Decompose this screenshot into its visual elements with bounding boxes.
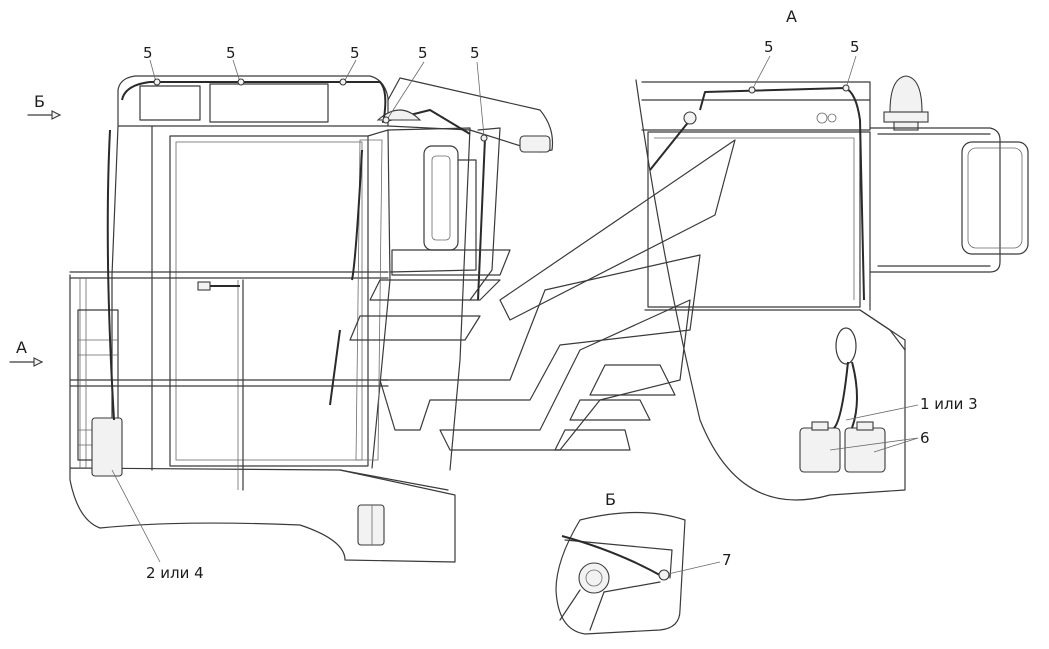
- side-mirror-right: [961, 141, 1029, 255]
- cab-body-outline: [69, 274, 456, 563]
- view-a-label-left: А: [16, 338, 27, 357]
- cab-rear-pillar: [111, 125, 119, 471]
- view-a-front: [635, 75, 1029, 501]
- cab-roof: [117, 75, 389, 127]
- cab-door: [169, 135, 369, 467]
- handrail: [69, 271, 389, 279]
- callout-5-d: 5: [418, 44, 428, 62]
- callout-5-f: 5: [764, 38, 774, 56]
- side-mirror-left: [423, 145, 459, 251]
- view-b-label-left: Б: [34, 92, 45, 111]
- callout-5-b: 5: [226, 44, 236, 62]
- view-b-title: Б: [605, 490, 616, 509]
- cab-front-window: [647, 131, 861, 308]
- front-light: [357, 504, 385, 546]
- cab-side-view: [69, 75, 554, 563]
- callout-2-or-4: 2 или 4: [146, 564, 204, 582]
- callout-7: 7: [722, 551, 732, 569]
- callout-5-g: 5: [850, 38, 860, 56]
- view-b-detail: [555, 511, 686, 635]
- callout-1-or-3: 1 или 3: [920, 395, 978, 413]
- washer-tank-1: [799, 427, 841, 473]
- callout-5-c: 5: [350, 44, 360, 62]
- view-a-title: А: [786, 7, 797, 26]
- callout-5-a: 5: [143, 44, 153, 62]
- hood-graphics: [349, 139, 736, 451]
- callout-6: 6: [920, 429, 930, 447]
- beacon-light: [889, 75, 923, 113]
- washer-tank-left: [91, 417, 123, 477]
- callout-5-e: 5: [470, 44, 480, 62]
- wiper-arm: [649, 119, 691, 171]
- labels: Б А 5 5 5 5 5 2 или 4 А 5 5 1 или 3: [9, 7, 978, 582]
- hose-fitting: [578, 562, 610, 594]
